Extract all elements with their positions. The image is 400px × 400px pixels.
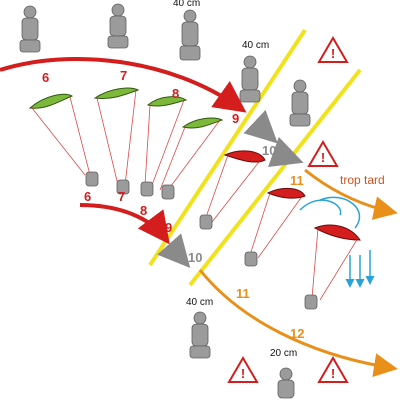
distance-upper-right: 40 cm — [242, 40, 269, 51]
label-11-bottom: 11 — [236, 286, 250, 301]
pilot-top-right — [179, 9, 201, 61]
warning-icon-top: ! — [317, 36, 349, 63]
label-10-top: 10 — [262, 143, 276, 158]
pilot-upper-right — [239, 55, 261, 103]
wing-6 — [28, 93, 74, 109]
red-arrow-top — [0, 57, 247, 113]
pilot-figures — [19, 3, 318, 399]
label-11-top: 11 — [290, 173, 304, 188]
yellow-line-right — [188, 68, 362, 287]
gray-arrow-bottom — [157, 233, 191, 268]
yellow-line-left — [148, 28, 307, 267]
label-10-bottom: 10 — [188, 250, 202, 265]
label-12: 12 — [290, 326, 304, 341]
distance-top-right: 40 cm — [173, 0, 200, 9]
orange-arrow-top — [304, 168, 398, 220]
pilot-lower-mid — [189, 311, 211, 359]
distance-lower-middle: 40 cm — [186, 297, 213, 308]
pilot-top-left — [19, 5, 41, 53]
svg-text:!: ! — [331, 46, 335, 61]
label-6-top: 6 — [42, 70, 49, 85]
warning-icon-bottom-left: ! — [227, 356, 259, 383]
lines — [31, 89, 359, 301]
warning-text: trop tard — [340, 173, 385, 187]
label-8-top: 8 — [172, 86, 179, 101]
orange-arrow-bottom — [198, 269, 398, 378]
wing-9 — [181, 117, 224, 129]
wing-8 — [146, 96, 188, 107]
pilot-seq — [85, 171, 318, 310]
wing-10 — [223, 150, 266, 163]
label-7-top: 7 — [120, 68, 127, 83]
pilot-top-mid — [107, 3, 129, 49]
label-9-bottom: 9 — [165, 220, 172, 235]
wing-11 — [266, 188, 306, 199]
gray-arrow-top — [243, 109, 278, 144]
label-7-bottom: 7 — [118, 189, 125, 204]
label-8-bottom: 8 — [140, 203, 147, 218]
svg-text:!: ! — [331, 366, 335, 381]
pilot-bottom — [277, 367, 295, 399]
red-arrow-bottom — [79, 203, 170, 245]
airflow — [299, 196, 375, 288]
label-9-top: 9 — [232, 111, 239, 126]
label-6-bottom: 6 — [84, 189, 91, 204]
gray-arrow-mid — [268, 136, 304, 167]
svg-text:!: ! — [321, 150, 325, 165]
warning-icon-mid: ! — [307, 140, 339, 167]
svg-text:!: ! — [241, 366, 245, 381]
wing-12 — [313, 224, 361, 241]
warning-icon-bottom-right: ! — [317, 356, 349, 383]
wing-sequence-green — [28, 87, 224, 129]
distance-bottom: 20 cm — [270, 348, 297, 359]
wing-7 — [93, 87, 140, 99]
pilot-upper-right-2 — [289, 79, 311, 127]
